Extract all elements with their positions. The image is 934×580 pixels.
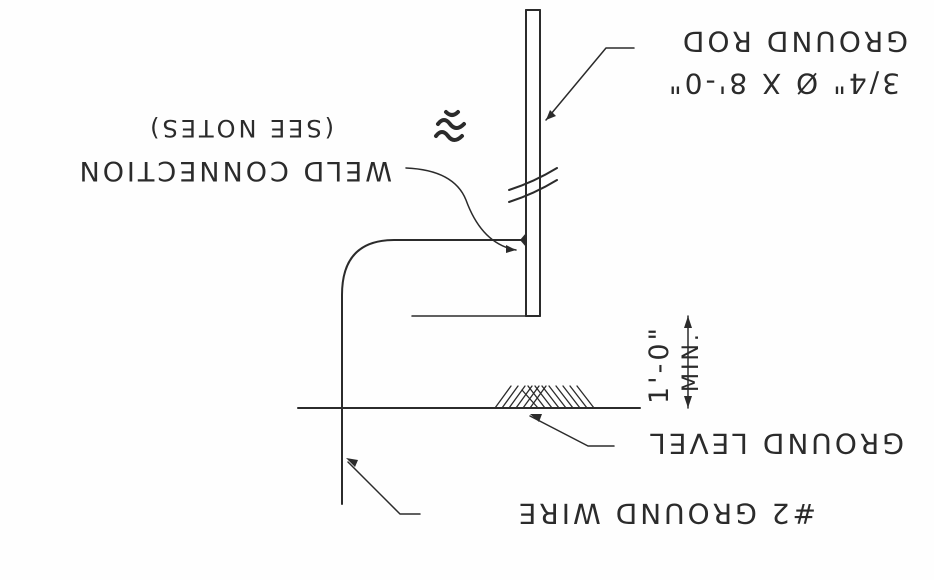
weld-connection-mark [520,233,526,247]
ground-wire-leader [346,458,421,515]
ground-rod-size-label: 3/4" Ø X 8'-0" [666,67,900,100]
rotated-drawing: GROUND ROD 3/4" Ø X 8'-0" WELD CONNECTIO… [77,9,908,530]
ground-level-leader [529,414,615,447]
scribble-mark [434,110,466,142]
depth-dimension [684,315,692,409]
rod-break-symbol [508,167,558,203]
ground-rod-leader [545,47,635,121]
weld-connection-label: WELD CONNECTION [77,155,393,186]
weld-connection-leader [405,167,517,253]
ground-level-label: GROUND LEVEL [647,427,904,460]
min-depth-label: 1'-0" [644,325,675,404]
see-notes-label: (SEE NOTES) [147,114,334,142]
ground-rod-title-label: GROUND ROD [680,25,908,58]
min-label: MIN. [679,331,704,392]
ground-wire [341,239,527,505]
ground-wire-label: #2 GROUND WIRE [516,497,816,530]
ground-rod [525,9,541,317]
earth-hatching [494,385,595,409]
